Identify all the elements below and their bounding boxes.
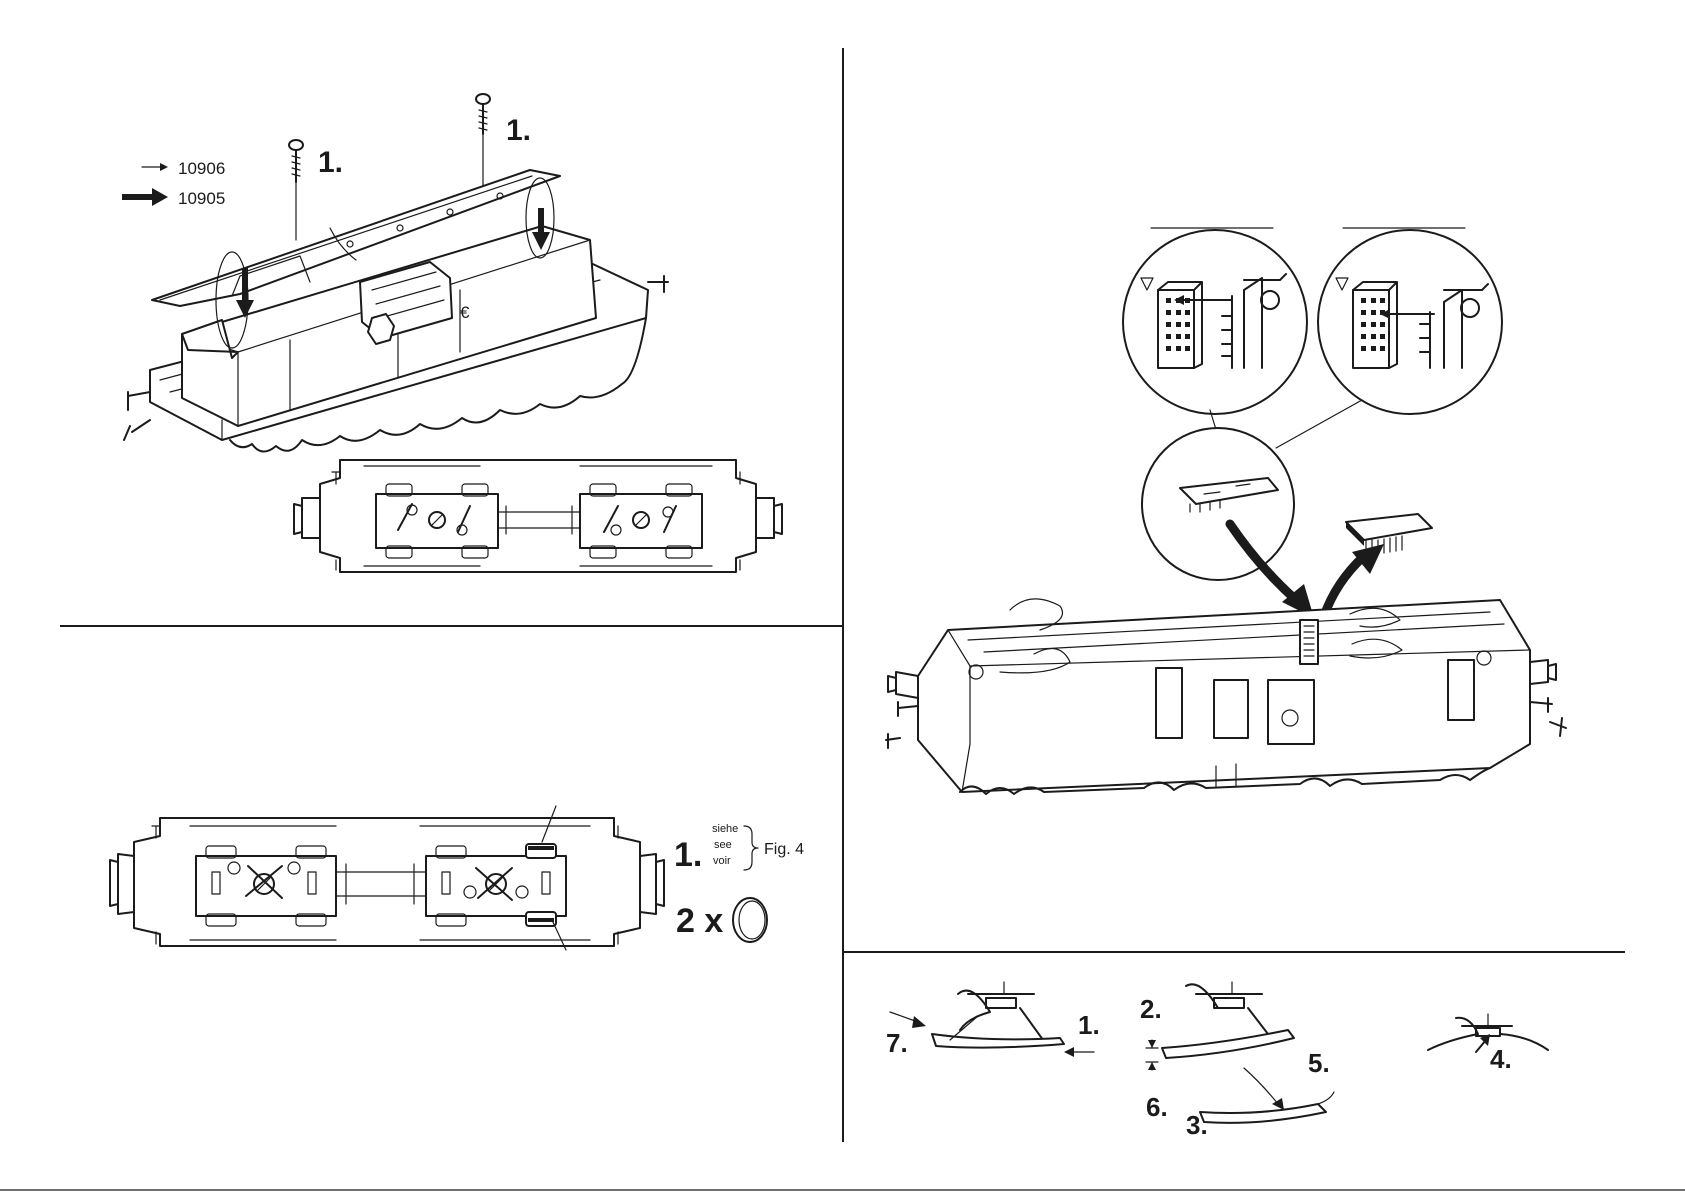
thin-arrow-icon bbox=[142, 163, 168, 171]
see-word-fr: voir bbox=[713, 855, 731, 867]
panel-pickup-shoe: 7. 1. 2. 5. 6. 3. bbox=[886, 982, 1548, 1140]
brace-icon bbox=[744, 826, 758, 870]
screw-icon bbox=[476, 94, 490, 186]
pickup-shoe-drawing bbox=[932, 982, 1064, 1048]
fig-reference: Fig. 4 bbox=[764, 841, 804, 858]
see-word-en: see bbox=[714, 839, 732, 851]
step-6-label: 6. bbox=[1146, 1092, 1168, 1122]
chassis-interface-drawing bbox=[886, 599, 1566, 794]
panel-traction-tires: 1. siehe see voir Fig. 4 2 x bbox=[110, 806, 804, 950]
detail-circle-right bbox=[1318, 230, 1502, 414]
step-7-label: 7. bbox=[886, 1028, 908, 1058]
pickup-shoe-drawing bbox=[1428, 1014, 1548, 1052]
see-word-de: siehe bbox=[712, 823, 738, 835]
pickup-shoe-moved bbox=[1200, 1092, 1334, 1123]
traction-tire-ring-icon bbox=[733, 898, 767, 942]
quantity-label: 2 x bbox=[676, 902, 723, 940]
remove-arrow-icon bbox=[1324, 544, 1384, 616]
decoder-detail-circle bbox=[1142, 428, 1294, 580]
step-3-label: 3. bbox=[1186, 1110, 1208, 1140]
legend-item-10906: 10906 bbox=[178, 159, 225, 178]
step-5-label: 5. bbox=[1308, 1048, 1330, 1078]
pickup-shoe-drawing bbox=[1162, 982, 1294, 1058]
panel-body-removal: 10906 10905 1. 1. bbox=[122, 94, 782, 572]
legend: 10906 10905 bbox=[122, 159, 225, 208]
bold-arrow-icon bbox=[122, 188, 168, 206]
move-arrow-icon bbox=[1244, 1068, 1278, 1104]
svg-text:€: € bbox=[460, 303, 470, 322]
panel-decoder-interface bbox=[886, 228, 1566, 794]
step-1-label-right: 1. bbox=[506, 114, 531, 147]
decoder-module-icon bbox=[1346, 514, 1432, 554]
step-1-label-left: 1. bbox=[318, 146, 343, 179]
legend-item-10905: 10905 bbox=[178, 189, 225, 208]
screw-icon bbox=[289, 140, 303, 240]
step-2-label: 2. bbox=[1140, 994, 1162, 1024]
locomotive-body-drawing: € bbox=[124, 170, 668, 452]
step-1-label: 1. bbox=[674, 836, 702, 874]
step-4-label: 4. bbox=[1490, 1044, 1512, 1074]
detail-circle-left bbox=[1123, 230, 1307, 414]
chassis-bottom-view bbox=[294, 460, 782, 572]
chassis-bottom-view-large bbox=[110, 806, 664, 950]
step-1-shoe-label: 1. bbox=[1078, 1010, 1100, 1040]
